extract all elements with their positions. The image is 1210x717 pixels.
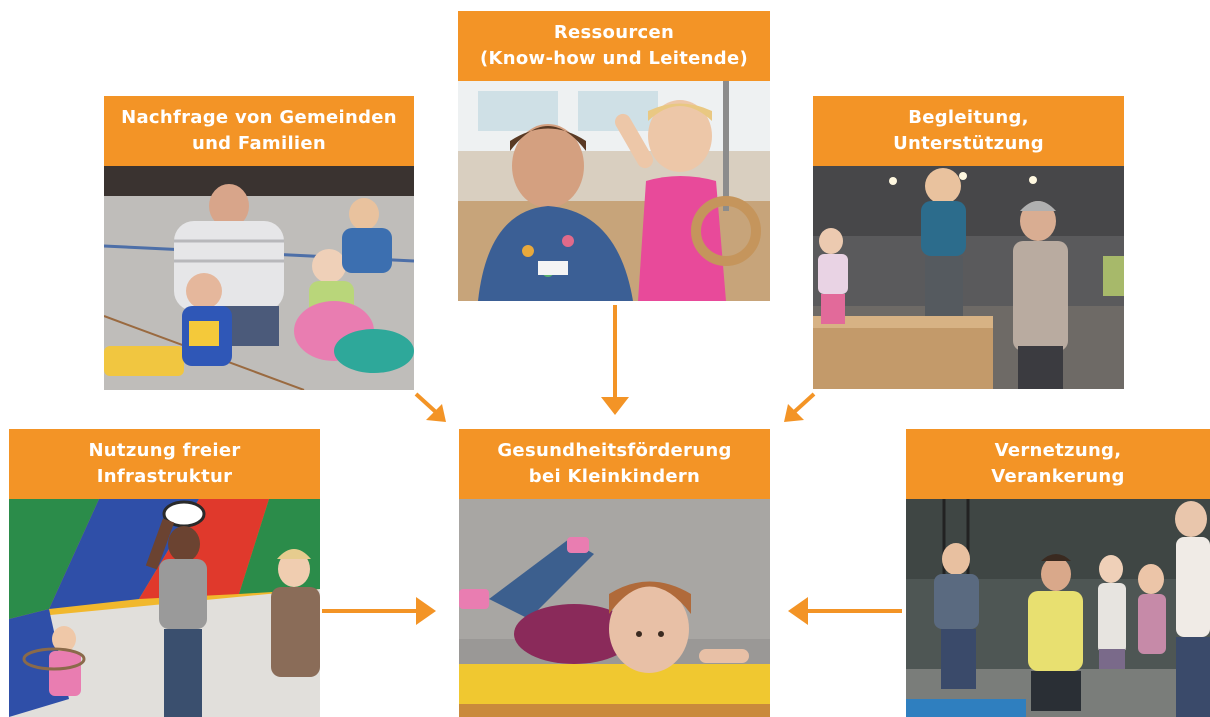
card-support: Begleitung, Unterstützung bbox=[813, 96, 1124, 389]
card-demand: Nachfrage von Gemeinden und Familien bbox=[104, 96, 414, 390]
arrow-resources-to-center bbox=[601, 305, 629, 415]
photo-child-on-rings bbox=[906, 499, 1210, 717]
photo-children-under-parachute bbox=[9, 499, 320, 717]
arrow-infrastructure-to-center bbox=[322, 597, 436, 625]
card-center: Gesundheitsförderung bei Kleinkindern bbox=[459, 429, 770, 717]
card-resources-title: Ressourcen (Know-how und Leitende) bbox=[458, 11, 770, 81]
photo-instructor-with-girl bbox=[458, 81, 770, 301]
photo-father-with-children bbox=[104, 166, 414, 390]
card-infrastructure: Nutzung freier Infrastruktur bbox=[9, 429, 320, 717]
card-network-title: Vernetzung, Verankerung bbox=[906, 429, 1210, 499]
photo-boy-on-box bbox=[813, 166, 1124, 389]
photo-toddler-on-box bbox=[459, 499, 770, 717]
card-network: Vernetzung, Verankerung bbox=[906, 429, 1210, 717]
card-support-title: Begleitung, Unterstützung bbox=[813, 96, 1124, 166]
card-demand-title: Nachfrage von Gemeinden und Familien bbox=[104, 96, 414, 166]
center-title: Gesundheitsförderung bei Kleinkindern bbox=[459, 429, 770, 499]
card-resources: Ressourcen (Know-how und Leitende) bbox=[458, 11, 770, 301]
card-infrastructure-title: Nutzung freier Infrastruktur bbox=[9, 429, 320, 499]
arrow-network-to-center bbox=[788, 597, 902, 625]
arrow-support-to-center bbox=[784, 392, 816, 422]
arrow-demand-to-center bbox=[414, 392, 446, 422]
